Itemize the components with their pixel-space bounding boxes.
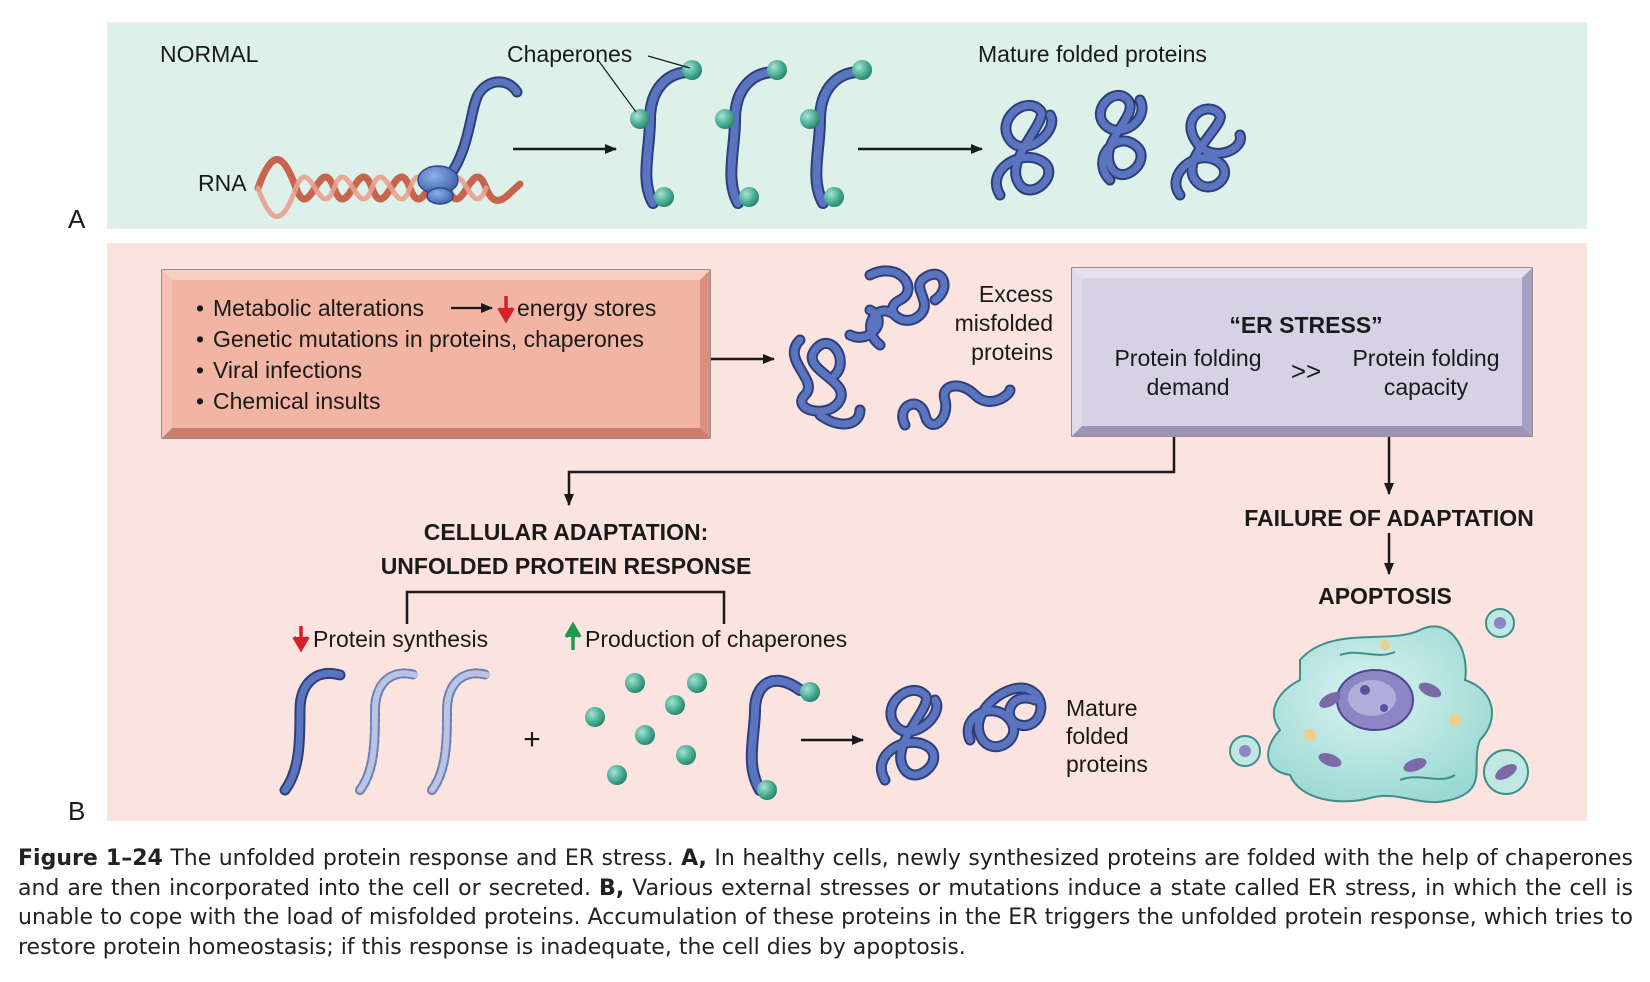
er-stress-box (1071, 267, 1533, 437)
plus-sign: + (523, 723, 541, 756)
chaperone-bound-protein-1 (630, 60, 702, 209)
bracket (405, 590, 726, 624)
adaptation-title-line1: CELLULAR ADAPTATION: (424, 519, 708, 545)
folded-proteins-b (875, 682, 1047, 786)
misfolded-proteins (788, 265, 1016, 431)
mature-b-line2: folded (1066, 723, 1129, 749)
cause-chemical: Chemical insults (213, 388, 380, 414)
cause-metabolic: Metabolic alterations (213, 295, 424, 321)
up-arrow-icon (564, 621, 582, 650)
cause-bullet-2: • (196, 326, 204, 352)
folding-capacity-line2: capacity (1384, 374, 1469, 400)
folded-proteins-a (990, 89, 1246, 201)
caption-text-2: In healthy cells, newly synthesized prot… (18, 846, 1633, 901)
cause-bullet-1: • (196, 295, 204, 321)
cause-bullet-3: • (196, 357, 204, 383)
down-arrow-icon (497, 296, 515, 324)
figure-diagram: A NORMAL RNA Chaperones Mature folded pr… (68, 22, 1587, 826)
chaperone-bound-protein-2 (715, 60, 787, 209)
adaptation-title-line2: UNFOLDED PROTEIN RESPONSE (381, 553, 752, 579)
apoptotic-bodies (1229, 608, 1529, 795)
cause-genetic: Genetic mutations in proteins, chaperone… (213, 326, 644, 352)
chaperone-bound-protein-3 (800, 60, 872, 209)
cause-bullet-4: • (196, 388, 204, 414)
arrow-er-to-adaptation (564, 437, 1176, 506)
causes-box (161, 269, 711, 439)
reduced-protein-synthesis (279, 668, 492, 796)
panel-a-background (107, 22, 1587, 229)
er-stress-title: “ER STRESS” (1229, 312, 1382, 338)
caption-a: A, (681, 846, 707, 871)
panel-a-label: A (68, 204, 86, 234)
folding-demand-line1: Protein folding (1114, 345, 1261, 371)
failure-label: FAILURE OF ADAPTATION (1244, 505, 1534, 531)
chaperone-bound-protein-b (745, 674, 820, 800)
folding-relation: >> (1291, 356, 1321, 386)
excess-label: Excess (979, 281, 1053, 307)
chaperone-production-label: Production of chaperones (585, 626, 847, 652)
normal-label: NORMAL (160, 41, 259, 67)
mature-b-line1: Mature (1066, 695, 1138, 721)
proteins-label: proteins (971, 339, 1053, 365)
folding-capacity-line1: Protein folding (1352, 345, 1499, 371)
caption-text-1: The unfolded protein response and ER str… (162, 846, 682, 871)
apoptotic-cell (1267, 625, 1493, 804)
protein-synthesis-label: Protein synthesis (313, 626, 488, 652)
panel-b-label: B (68, 796, 85, 826)
mature-b-line3: proteins (1066, 751, 1148, 777)
cause-viral: Viral infections (213, 357, 362, 383)
caption-text-3: Various external stresses or mutations i… (18, 875, 1633, 960)
chaperones-leader-line (597, 55, 691, 113)
ribosome (417, 165, 459, 205)
figure-caption: Figure 1–24 The unfolded protein respons… (18, 844, 1633, 962)
chaperones-label: Chaperones (507, 41, 632, 67)
figure-number: Figure 1–24 (18, 846, 163, 871)
misfolded-label: misfolded (955, 310, 1053, 336)
down-arrow-icon (292, 626, 310, 653)
mature-proteins-label: Mature folded proteins (978, 41, 1207, 67)
caption-b: B, (599, 875, 625, 901)
folding-demand-line2: demand (1146, 374, 1229, 400)
rna-label: RNA (198, 170, 247, 196)
apoptosis-label: APOPTOSIS (1318, 583, 1452, 609)
free-chaperones (585, 673, 707, 785)
cause-energy-stores: energy stores (517, 295, 656, 321)
